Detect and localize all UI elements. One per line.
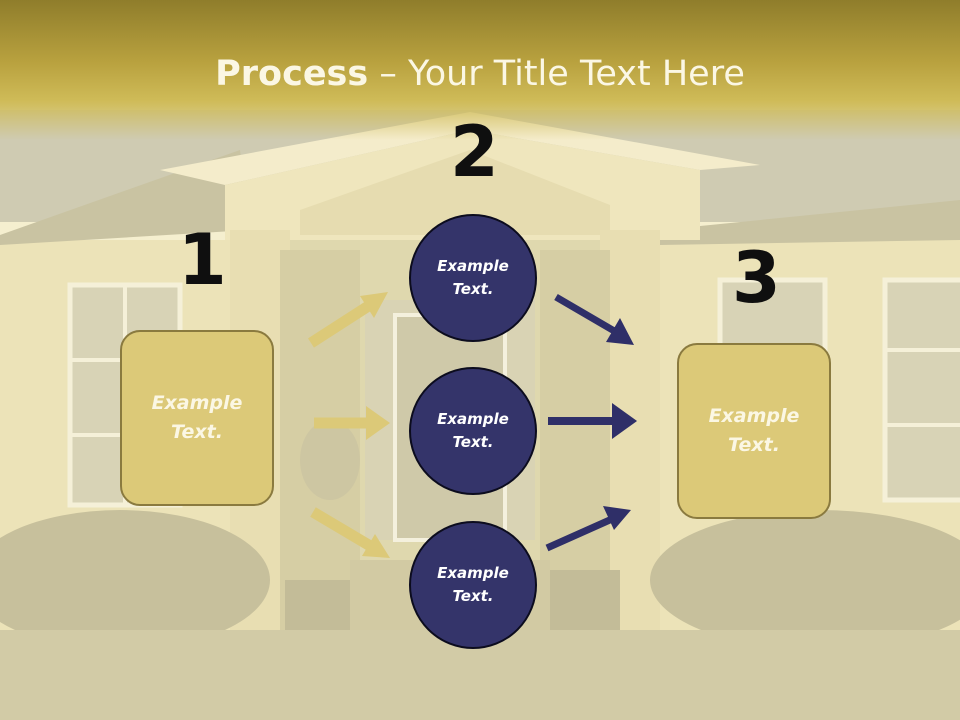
- navy-arrow-up-icon: [545, 506, 631, 552]
- circle-bottom: Example Text.: [409, 521, 537, 649]
- title-rest-text: – Your Title Text Here: [368, 54, 745, 94]
- step-3-box: Example Text.: [677, 343, 831, 519]
- step-number-1: 1: [178, 219, 227, 301]
- gold-arrow-right-icon: [314, 406, 390, 440]
- navy-arrow-right-icon: [548, 403, 637, 439]
- step-1-text: Example Text.: [151, 392, 243, 443]
- circle-bottom-text: Example Text.: [437, 564, 509, 605]
- navy-arrow-down-icon: [554, 293, 634, 345]
- step-1-box: Example Text.: [120, 330, 274, 506]
- gold-arrow-up-icon: [308, 292, 388, 348]
- slide-title: Process – Your Title Text Here: [0, 52, 960, 96]
- step-3-text: Example Text.: [708, 405, 800, 456]
- gold-arrow-down-icon: [310, 507, 390, 558]
- circle-top-text: Example Text.: [437, 257, 509, 298]
- step-number-2: 2: [450, 111, 499, 193]
- circle-middle: Example Text.: [409, 367, 537, 495]
- step-number-3: 3: [732, 237, 781, 319]
- header-band: [0, 0, 960, 140]
- title-bold-text: Process: [215, 54, 369, 94]
- circle-top: Example Text.: [409, 214, 537, 342]
- circle-middle-text: Example Text.: [437, 410, 509, 451]
